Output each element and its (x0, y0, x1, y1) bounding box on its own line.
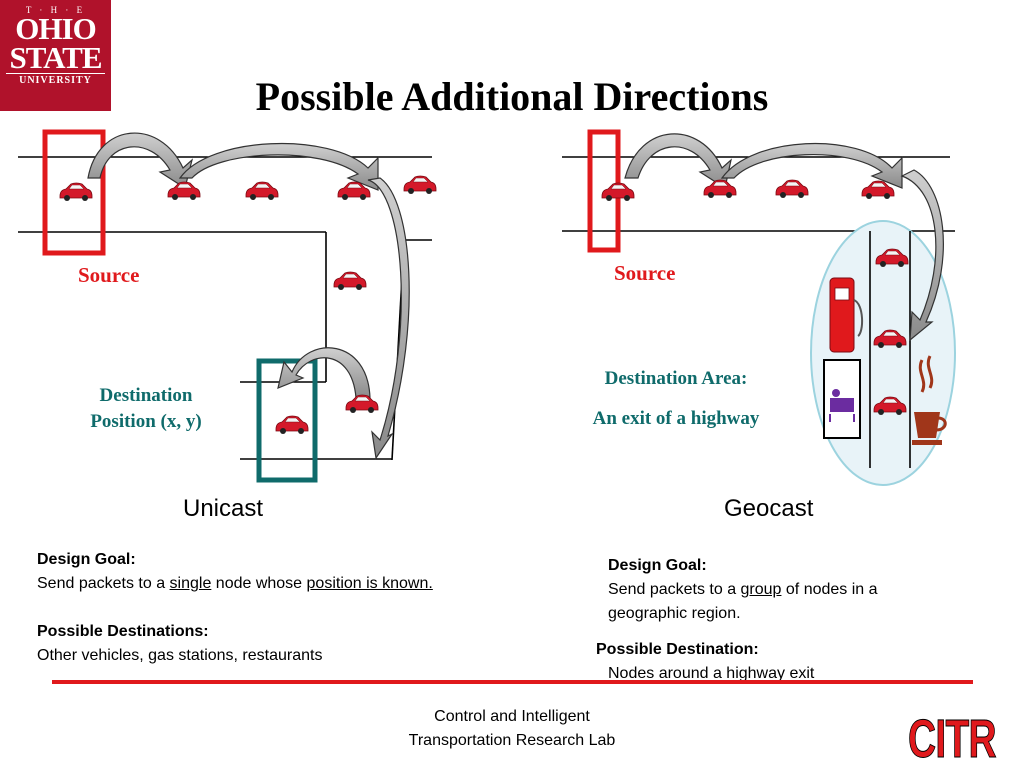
area-label-line2: An exit of a highway (592, 408, 760, 429)
right-source-label: Source (614, 261, 676, 285)
logo-state: STATE (9, 40, 102, 75)
area-label-line1: Destination Area: (604, 368, 748, 389)
geocast-dest-title: Possible Destination: (596, 641, 759, 658)
unicast-description: Design Goal: Send packets to a single no… (37, 548, 433, 668)
unicast-dest-text: Other vehicles, gas stations, restaurant… (37, 647, 323, 664)
destination-label-line2: Position (x, y) (90, 411, 202, 432)
car (861, 180, 895, 200)
unicast-goal-text: Send packets to a single node whose posi… (37, 575, 433, 592)
car (167, 181, 201, 201)
left-source-box (42, 129, 106, 256)
car (775, 179, 809, 199)
car (333, 271, 367, 291)
geocast-goal-title: Design Goal: (608, 557, 707, 574)
car (245, 181, 279, 201)
coffee-icon (912, 355, 947, 445)
destination-box (256, 358, 318, 483)
footer-line2: Transportation Research Lab (408, 732, 616, 749)
car (403, 175, 437, 195)
right-hop-arrows (624, 133, 944, 342)
left-hop-arrows (87, 132, 410, 460)
destination-area-label: Destination Area: An exit of a highway (568, 366, 784, 432)
geocast-heading: Geocast (724, 495, 814, 522)
left-source-label: Source (78, 263, 140, 287)
unicast-heading: Unicast (183, 495, 264, 522)
geocast-goal-line2: geographic region. (608, 605, 741, 622)
geocast-dest-text: Nodes around a highway exit (608, 665, 815, 682)
footer-lab-name: Control and Intelligent Transportation R… (340, 705, 684, 753)
citr-logo: CITR (908, 709, 997, 770)
footer-line1: Control and Intelligent (434, 708, 590, 725)
destination-position-label: Destination Position (x, y) (68, 383, 224, 435)
geocast-description: Design Goal: Send packets to a group of … (608, 554, 878, 626)
car (275, 415, 309, 435)
logo-rule (6, 73, 105, 74)
logo-the: T · H · E (25, 5, 86, 15)
geocast-destination: Possible Destination: Nodes around a hig… (596, 638, 814, 686)
car (59, 182, 93, 202)
destination-label-line1: Destination (99, 385, 193, 406)
slide-title: Possible Additional Directions (255, 74, 769, 119)
ohio-state-logo: T · H · E OHIO STATE UNIVERSITY (0, 0, 111, 111)
car (345, 394, 379, 414)
footer-divider (52, 680, 973, 684)
gas-pump-icon (829, 277, 864, 353)
logo-ohio: OHIO (15, 11, 96, 46)
geocast-goal-text: Send packets to a group of nodes in a (608, 581, 878, 598)
unicast-goal-title: Design Goal: (37, 551, 136, 568)
car (601, 182, 635, 202)
unicast-dest-title: Possible Destinations: (37, 623, 209, 640)
hotel-icon (823, 359, 861, 439)
logo-university: UNIVERSITY (19, 75, 92, 86)
car (703, 179, 737, 199)
